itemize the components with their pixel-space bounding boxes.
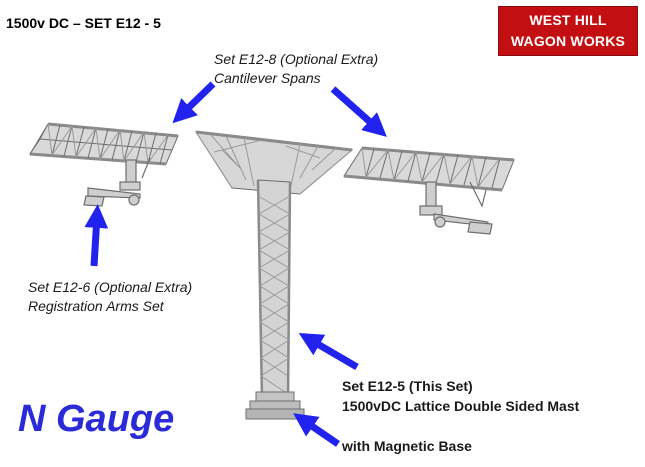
left-registration-arm: [83, 157, 151, 207]
label-registration-set: Set E12-6 (Optional Extra): [28, 279, 193, 295]
label-mast: Set E12-5 (This Set) 1500vDC Lattice Dou…: [342, 376, 579, 416]
right-cantilever-span: [343, 146, 515, 192]
scale-label: N Gauge: [18, 398, 175, 440]
arrow-mast: [298, 333, 359, 371]
left-cantilever-span: [29, 122, 179, 166]
label-base: with Magnetic Base: [342, 438, 472, 454]
lattice-mast: [195, 130, 354, 420]
logo: WEST HILL WAGON WORKS: [498, 6, 638, 56]
label-mast-set: Set E12-5 (This Set): [342, 378, 473, 394]
arrow-base: [293, 413, 340, 447]
logo-line-2: WAGON WORKS: [510, 33, 626, 49]
label-cantilever-set: Set E12-8 (Optional Extra): [214, 51, 379, 67]
logo-line-1: WEST HILL: [529, 12, 607, 28]
page-title: 1500v DC – SET E12 - 5: [6, 15, 161, 31]
label-registration: Set E12-6 (Optional Extra) Registration …: [28, 278, 192, 316]
arrow-registration: [84, 204, 109, 267]
callout-arrows: [84, 81, 387, 447]
label-cantilever: Set E12-8 (Optional Extra) Cantilever Sp…: [214, 50, 378, 88]
arrow-left-span: [172, 81, 216, 124]
right-registration-arm: [419, 181, 493, 235]
label-mast-desc: 1500vDC Lattice Double Sided Mast: [342, 398, 580, 414]
label-registration-desc: Registration Arms Set: [28, 298, 164, 314]
label-cantilever-desc: Cantilever Spans: [214, 70, 321, 86]
arrow-right-span: [330, 86, 387, 137]
